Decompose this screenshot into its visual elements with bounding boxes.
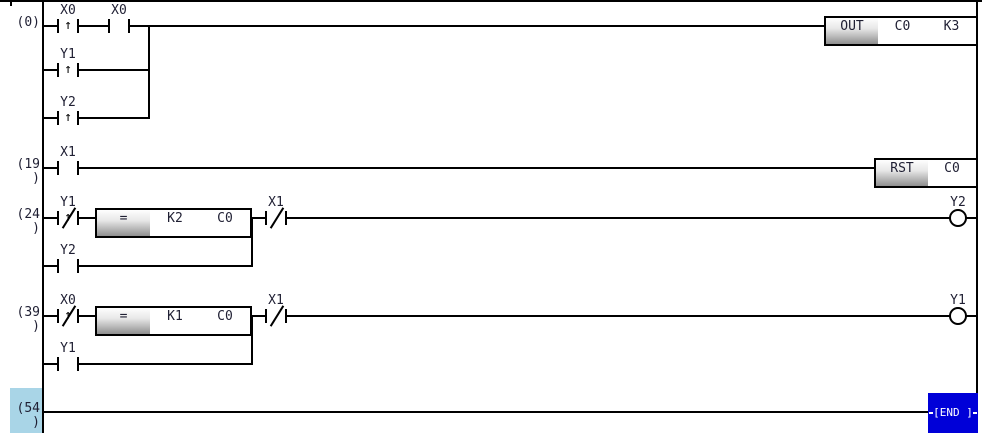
device-label: Y1 xyxy=(60,47,76,62)
step-number-39: (39 ) xyxy=(16,305,40,334)
instruction-end-selected[interactable]: [END ] xyxy=(928,393,978,433)
output-coil-y2[interactable] xyxy=(949,209,967,227)
wire xyxy=(44,315,977,317)
contact-rising-pulse-y1[interactable]: ↑ xyxy=(57,63,79,77)
contact-no-y2[interactable] xyxy=(57,259,79,273)
instruction-operand-cell: C0 xyxy=(944,161,960,176)
branch-join xyxy=(251,217,253,267)
pane-divider-tick xyxy=(10,0,12,6)
instruction-out-counter[interactable]: OUT C0 K3 xyxy=(824,16,978,46)
contact-no-y1[interactable] xyxy=(57,357,79,371)
end-label: [END ] xyxy=(933,406,973,419)
instruction-operand-cell: C0 xyxy=(217,211,233,226)
step-number-54: (54 ) xyxy=(16,401,40,430)
device-label: Y2 xyxy=(60,243,76,258)
contact-nc-x1[interactable] xyxy=(265,305,287,327)
wire xyxy=(44,363,253,365)
rising-edge-icon: ↑ xyxy=(64,17,72,33)
device-label: X1 xyxy=(60,145,76,160)
contact-no-x0[interactable] xyxy=(108,19,130,33)
device-label: X1 xyxy=(268,293,284,308)
rising-edge-icon: ↑ xyxy=(64,61,72,77)
contact-nc-x1[interactable] xyxy=(265,207,287,229)
instruction-mnemonic-cell: = xyxy=(97,308,150,334)
left-power-rail xyxy=(42,2,44,433)
negation-slash-icon xyxy=(269,207,285,229)
end-wire-stub xyxy=(972,412,977,414)
device-label: Y1 xyxy=(60,341,76,356)
contact-rising-pulse-y2[interactable]: ↑ xyxy=(57,111,79,125)
instruction-compare-equal[interactable]: = K2 C0 xyxy=(95,208,252,238)
device-label: X0 xyxy=(60,3,76,18)
wire xyxy=(44,411,977,413)
device-label: Y1 xyxy=(60,195,76,210)
instruction-operand-cell: K3 xyxy=(943,19,960,34)
device-label: X0 xyxy=(60,293,76,308)
instruction-mnemonic-cell: OUT xyxy=(826,18,878,44)
device-label: X1 xyxy=(268,195,284,210)
instruction-operand-cell: C0 xyxy=(894,19,911,34)
output-coil-y1[interactable] xyxy=(949,307,967,325)
end-wire-stub xyxy=(929,412,934,414)
contact-no-x1[interactable] xyxy=(57,161,79,175)
device-label: Y1 xyxy=(950,293,966,308)
instruction-rst[interactable]: RST C0 xyxy=(874,158,978,188)
instruction-operand-cell: K1 xyxy=(167,309,183,324)
step-number-24: (24 ) xyxy=(16,207,40,236)
contact-pulse-nc-x0[interactable]: ↑ xyxy=(57,305,79,327)
instruction-operand-cell: K2 xyxy=(167,211,183,226)
branch-join xyxy=(148,25,150,119)
device-label: X0 xyxy=(111,3,127,18)
wire xyxy=(44,69,150,71)
instruction-compare-equal[interactable]: = K1 C0 xyxy=(95,306,252,336)
instruction-mnemonic-cell: = xyxy=(97,210,150,236)
selected-step-highlight xyxy=(10,388,43,433)
wire xyxy=(44,167,977,169)
instruction-mnemonic-cell: RST xyxy=(876,160,928,186)
branch-join xyxy=(251,315,253,365)
top-border xyxy=(0,0,982,2)
contact-rising-pulse-x0[interactable]: ↑ xyxy=(57,19,79,33)
right-power-rail xyxy=(976,2,978,433)
wire xyxy=(44,265,253,267)
step-number-0: (0) xyxy=(16,15,40,30)
rising-edge-icon: ↑ xyxy=(64,109,72,125)
wire xyxy=(44,25,977,27)
step-number-19: (19 ) xyxy=(16,157,40,186)
instruction-operand-cell: C0 xyxy=(217,309,233,324)
contact-pulse-nc-y1[interactable]: ↑ xyxy=(57,207,79,229)
device-label: Y2 xyxy=(950,195,966,210)
device-label: Y2 xyxy=(60,95,76,110)
wire xyxy=(44,217,977,219)
negation-slash-icon xyxy=(269,305,285,327)
wire xyxy=(44,117,150,119)
